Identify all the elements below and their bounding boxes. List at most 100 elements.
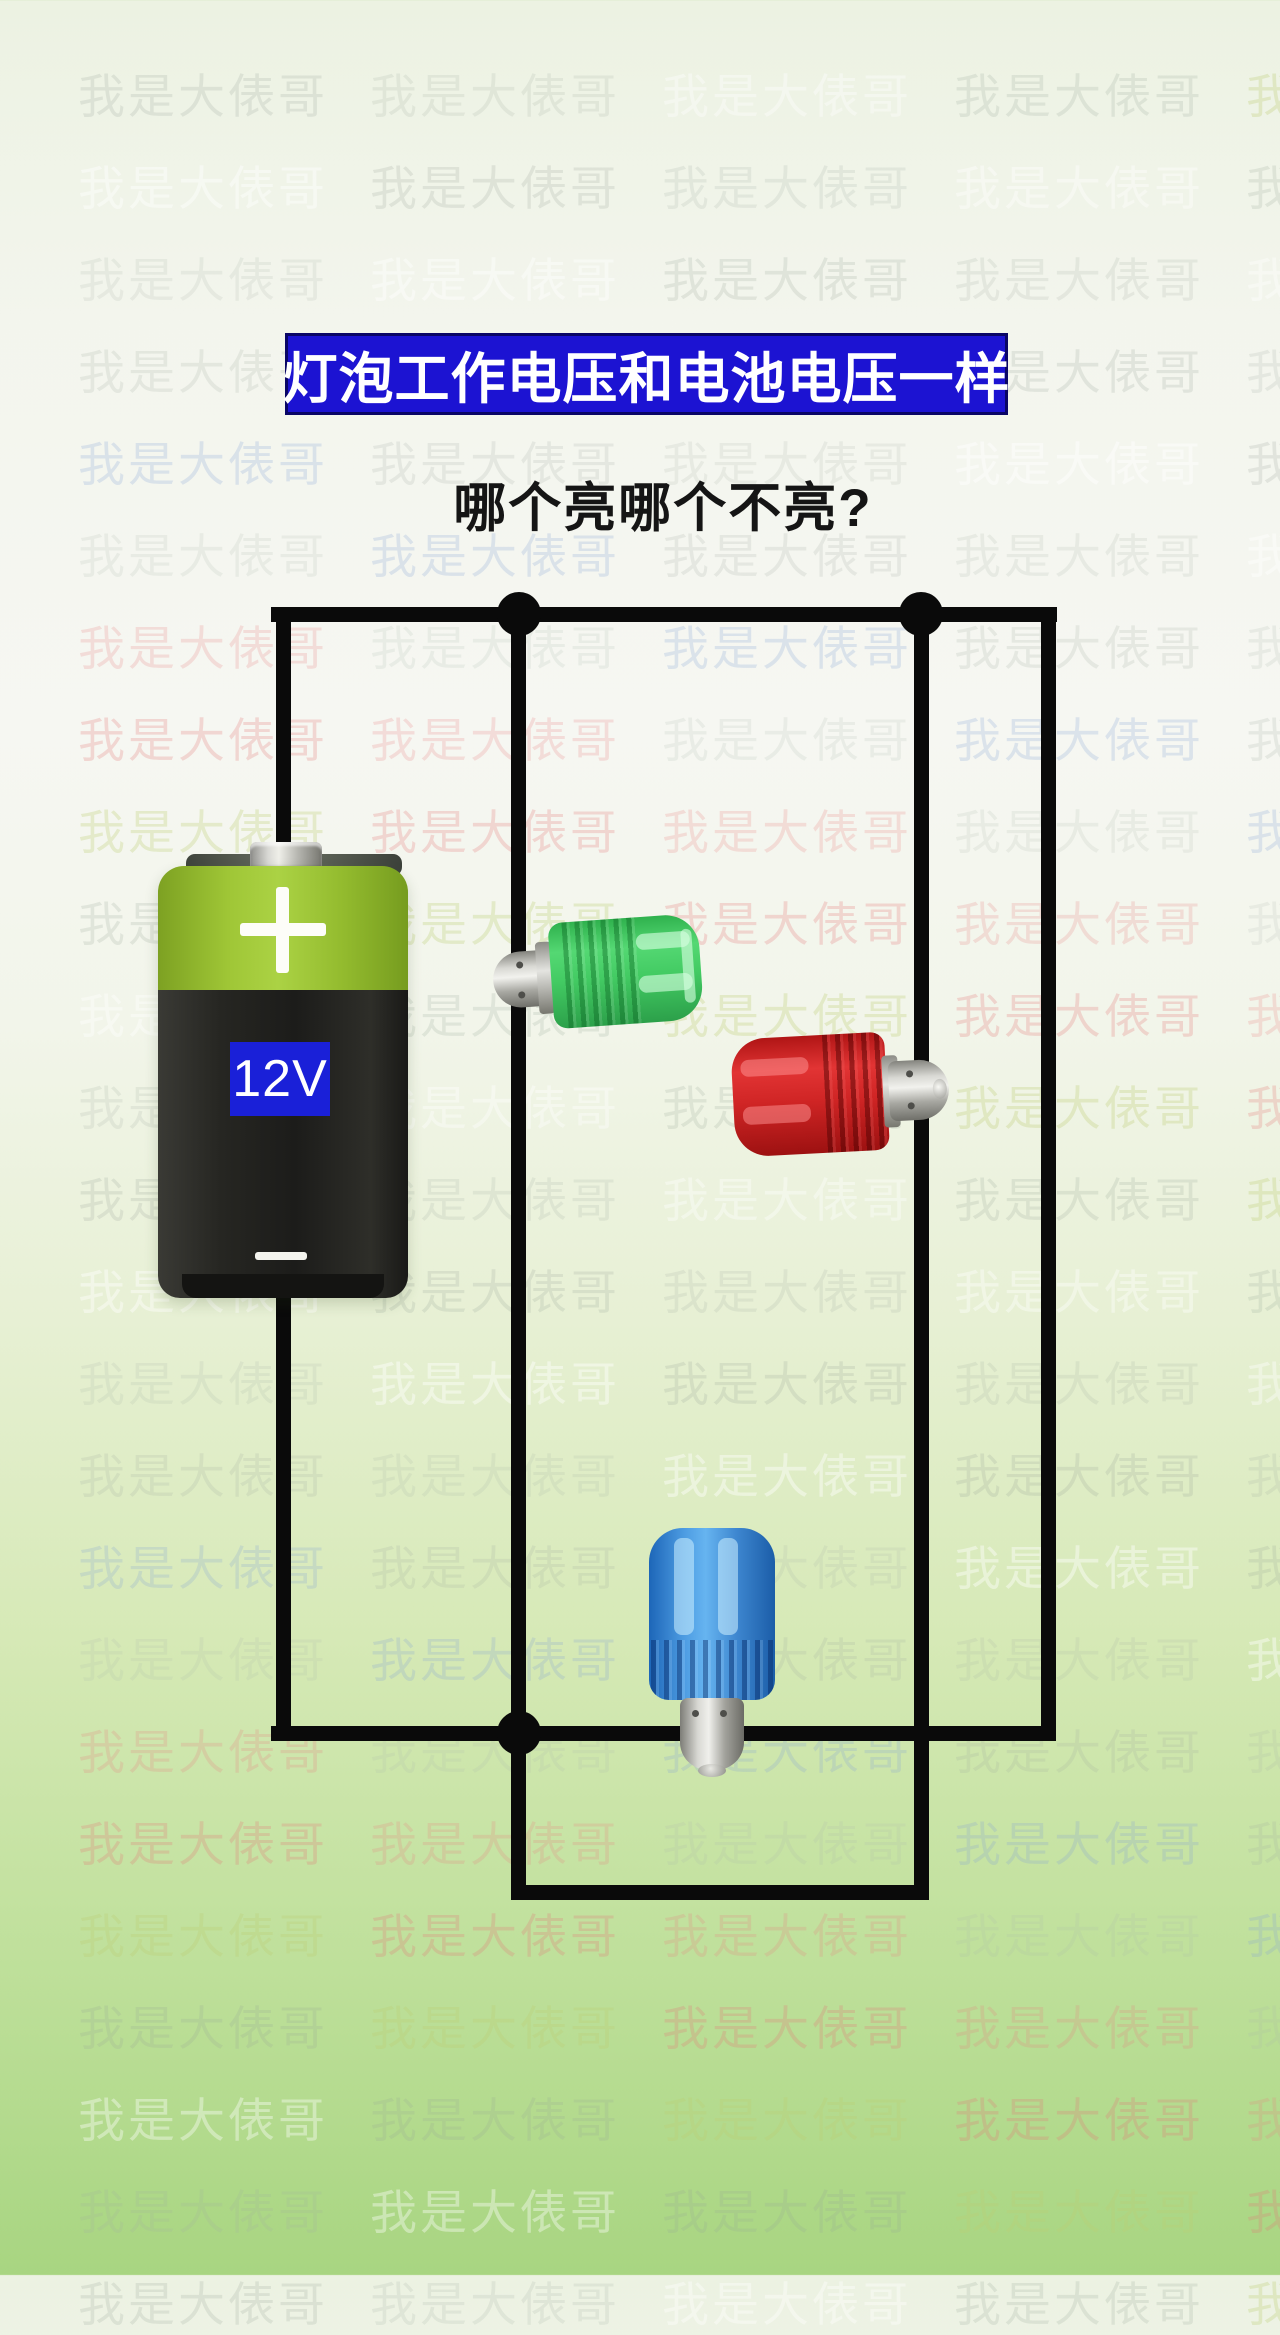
watermark-text: 我是大俵哥 (662, 714, 912, 767)
watermark-text: 我是大俵哥 (1246, 1910, 1280, 1963)
battery: 12V (158, 866, 408, 1298)
watermark-text: 我是大俵哥 (954, 714, 1204, 767)
battery-body-section (158, 990, 408, 1298)
watermark-text: 我是大俵哥 (1246, 1358, 1280, 1411)
watermark-text: 我是大俵哥 (1246, 1450, 1280, 1503)
watermark-text: 我是大俵哥 (1246, 622, 1280, 675)
wire-loop-bottom (511, 1885, 929, 1900)
battery-bottom-band (182, 1274, 384, 1298)
watermark-text: 我是大俵哥 (370, 1082, 620, 1135)
red-bulb-body (730, 1031, 890, 1158)
battery-plus-icon (276, 887, 289, 973)
watermark-text: 我是大俵哥 (662, 254, 912, 307)
junction-dot (497, 592, 541, 636)
blue-bulb-ribs (651, 1640, 773, 1700)
watermark-text: 我是大俵哥 (954, 1634, 1204, 1687)
watermark-text: 我是大俵哥 (370, 1542, 620, 1595)
junction-dot (497, 1711, 541, 1755)
wire-right (1041, 607, 1056, 1741)
watermark-text: 我是大俵哥 (954, 1174, 1204, 1227)
watermark-text: 我是大俵哥 (954, 162, 1204, 215)
watermark-text: 我是大俵哥 (954, 898, 1204, 951)
watermark-text: 我是大俵哥 (1246, 1542, 1280, 1595)
watermark-text: 我是大俵哥 (954, 1358, 1204, 1411)
watermark-text: 我是大俵哥 (1246, 806, 1280, 859)
wire-branch-red (914, 607, 929, 1900)
watermark-text: 我是大俵哥 (662, 1358, 912, 1411)
watermark-text: 我是大俵哥 (1246, 2186, 1280, 2239)
watermark-text: 我是大俵哥 (370, 622, 620, 675)
watermark-text: 我是大俵哥 (78, 530, 328, 583)
blue-bulb-body (649, 1528, 775, 1700)
watermark-text: 我是大俵哥 (1246, 70, 1280, 123)
watermark-text: 我是大俵哥 (954, 990, 1204, 1043)
watermark-text: 我是大俵哥 (662, 530, 912, 583)
wire-left-lower (276, 1295, 291, 1741)
watermark-text: 我是大俵哥 (662, 1174, 912, 1227)
watermark-text: 我是大俵哥 (662, 2278, 912, 2331)
watermark-text: 我是大俵哥 (954, 1450, 1204, 1503)
blue-bulb-base (680, 1698, 744, 1770)
watermark-text: 我是大俵哥 (954, 438, 1204, 491)
red-bulb-ribs (821, 1031, 890, 1153)
battery-positive-section (158, 866, 408, 990)
watermark-text: 我是大俵哥 (1246, 1174, 1280, 1227)
subtitle-text: 哪个亮哪个不亮? (453, 479, 873, 538)
watermark-text: 我是大俵哥 (370, 2186, 620, 2239)
watermark-text: 我是大俵哥 (662, 70, 912, 123)
watermark-text: 我是大俵哥 (370, 438, 620, 491)
blue-bulb (649, 1528, 777, 1778)
title-text: 灯泡工作电压和电池电压一样 (282, 348, 1011, 410)
watermark-text: 我是大俵哥 (662, 1910, 912, 1963)
watermark-text: 我是大俵哥 (370, 530, 620, 583)
wire-left-upper (276, 607, 291, 852)
watermark-text: 我是大俵哥 (370, 1450, 620, 1503)
watermark-text: 我是大俵哥 (1246, 990, 1280, 1043)
battery-minus-icon (255, 1252, 307, 1260)
watermark-text: 我是大俵哥 (1246, 714, 1280, 767)
watermark-text: 我是大俵哥 (954, 1818, 1204, 1871)
watermark-text: 我是大俵哥 (370, 1818, 620, 1871)
watermark-text: 我是大俵哥 (370, 1910, 620, 1963)
watermark-text: 我是大俵哥 (954, 70, 1204, 123)
watermark-text: 我是大俵哥 (1246, 2094, 1280, 2147)
watermark-text: 我是大俵哥 (78, 1910, 328, 1963)
watermark-text: 我是大俵哥 (954, 2094, 1204, 2147)
watermark-text: 我是大俵哥 (370, 254, 620, 307)
watermark-text: 我是大俵哥 (370, 2094, 620, 2147)
watermark-text: 我是大俵哥 (662, 1818, 912, 1871)
watermark-text: 我是大俵哥 (370, 2278, 620, 2331)
title-banner: 灯泡工作电压和电池电压一样 (282, 333, 1011, 415)
watermark-text: 我是大俵哥 (1246, 530, 1280, 583)
watermark-text: 我是大俵哥 (1246, 254, 1280, 307)
watermark-text: 我是大俵哥 (1246, 1818, 1280, 1871)
watermark-text: 我是大俵哥 (954, 2002, 1204, 2055)
watermark-text: 我是大俵哥 (78, 2278, 328, 2331)
watermark-text: 我是大俵哥 (370, 1266, 620, 1319)
watermark-text: 我是大俵哥 (370, 70, 620, 123)
watermark-text: 我是大俵哥 (954, 622, 1204, 675)
watermark-text: 我是大俵哥 (78, 162, 328, 215)
watermark-text: 我是大俵哥 (1246, 1082, 1280, 1135)
watermark-text: 我是大俵哥 (662, 162, 912, 215)
watermark-text: 我是大俵哥 (370, 162, 620, 215)
watermark-text: 我是大俵哥 (1246, 2278, 1280, 2331)
wire-branch-green (511, 607, 526, 1900)
junction-dot (899, 592, 943, 636)
watermark-text: 我是大俵哥 (662, 898, 912, 951)
watermark-text: 我是大俵哥 (370, 1174, 620, 1227)
watermark-text: 我是大俵哥 (1246, 2002, 1280, 2055)
watermark-text: 我是大俵哥 (78, 2094, 328, 2147)
watermark-text: 我是大俵哥 (1246, 162, 1280, 215)
watermark-text: 我是大俵哥 (954, 254, 1204, 307)
watermark-text: 我是大俵哥 (370, 2002, 620, 2055)
wire-bottom (271, 1726, 1056, 1741)
watermark-text: 我是大俵哥 (954, 1726, 1204, 1779)
blue-bulb-tip (698, 1764, 726, 1777)
watermark-text: 我是大俵哥 (662, 2002, 912, 2055)
watermark-text: 我是大俵哥 (662, 1266, 912, 1319)
watermark-text: 我是大俵哥 (78, 2002, 328, 2055)
watermark-text: 我是大俵哥 (78, 1818, 328, 1871)
watermark-text: 我是大俵哥 (954, 2186, 1204, 2239)
